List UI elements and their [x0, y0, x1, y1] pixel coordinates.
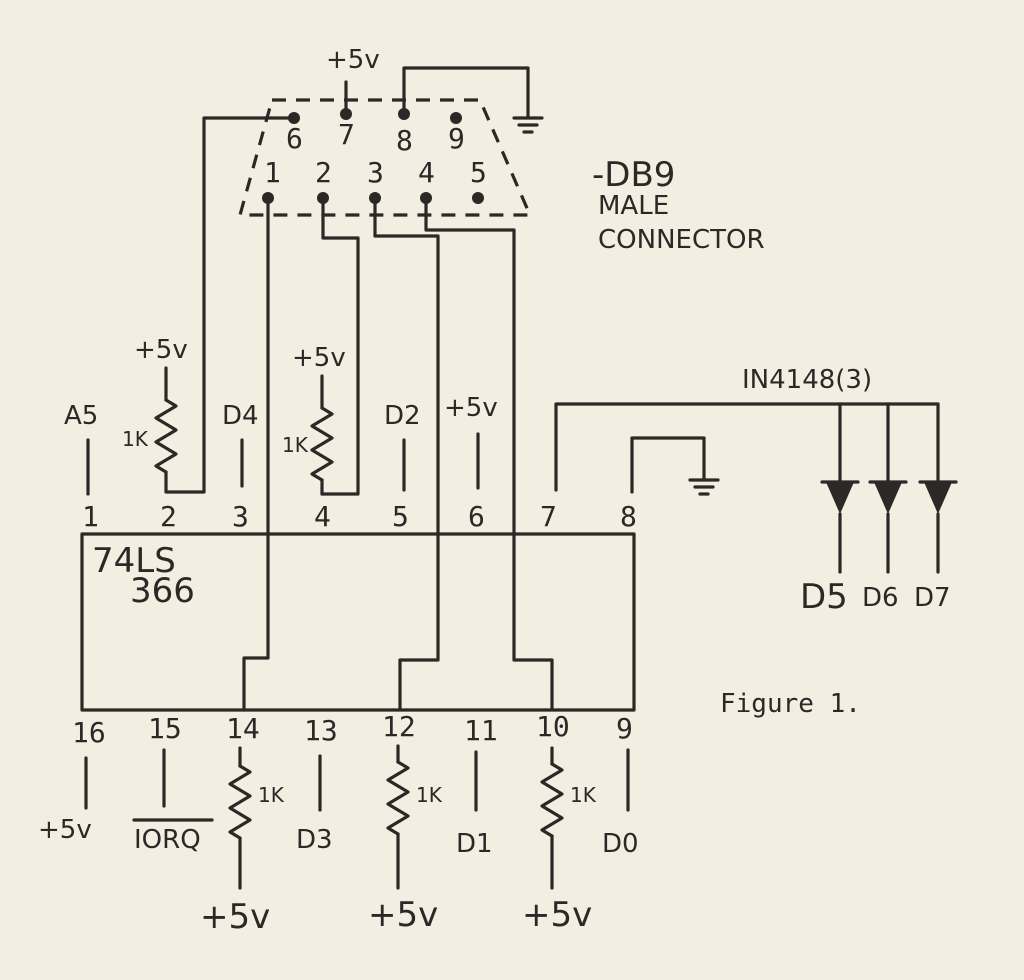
chip-label: 74LS: [92, 541, 176, 581]
chip-pin-label: 14: [226, 712, 260, 745]
signal-label: IORQ: [134, 825, 201, 855]
wire-db9-pin3-chip-pin12: [373, 196, 440, 712]
db9-pin-label: 2: [315, 156, 332, 189]
chip-74ls366: [80, 532, 636, 712]
signal-label: D6: [862, 583, 899, 613]
resistor-pin14: [228, 764, 252, 840]
chip-pin-label: 12: [382, 710, 416, 743]
signal-label: A5: [64, 401, 98, 431]
signal-label: D1: [456, 829, 493, 859]
resistor-pin2: [154, 398, 178, 474]
db9-pin-label: 1: [264, 156, 281, 189]
supply-label: +5v: [444, 393, 498, 423]
db9-pin-label: 6: [286, 122, 303, 155]
db9-pin-label: 7: [338, 118, 355, 151]
supply-label: +5v: [200, 897, 270, 937]
resistor-label: 1K: [122, 427, 149, 451]
signal-label: D2: [384, 401, 421, 431]
db9-label: -DB9: [592, 155, 675, 195]
chip-label: 366: [130, 571, 195, 611]
db9-pin-label: 4: [418, 156, 435, 189]
supply-label: +5v: [134, 335, 188, 365]
resistor-label: 1K: [282, 433, 309, 457]
db9-pin-label: 3: [367, 156, 384, 189]
ground-symbol-chip: [688, 478, 720, 496]
supply-label: +5v: [326, 45, 380, 75]
chip-pin-label: 3: [232, 500, 249, 533]
db9-pin-label: 8: [396, 124, 413, 157]
db9-label: CONNECTOR: [598, 225, 765, 255]
chip-pin-label: 15: [148, 712, 182, 745]
chip-pin-label: 5: [392, 500, 409, 533]
chip-pin-label: 2: [160, 500, 177, 533]
chip-pin-label: 1: [82, 500, 99, 533]
diode-d6: [868, 402, 908, 574]
wire-pin4-db9-pin2: [320, 196, 360, 496]
chip-pin-label: 6: [468, 500, 485, 533]
wire-pin2-db9-pin6: [164, 116, 296, 494]
db9-pin-label: 5: [470, 156, 487, 189]
db9-pin-5-dot: [472, 192, 484, 204]
signal-label: D4: [222, 401, 259, 431]
chip-pin-label: 8: [620, 500, 637, 533]
diode-d5: [820, 402, 860, 574]
ground-symbol-db9: [512, 116, 544, 134]
diode-label: IN4148(3): [742, 365, 872, 395]
db9-pin-9-dot: [450, 112, 462, 124]
wire-db9-pin8-ground: [402, 66, 530, 120]
supply-label: +5v: [368, 895, 438, 935]
wire-pin7-diodes: [554, 402, 940, 492]
figure-caption: Figure 1.: [720, 689, 861, 719]
signal-label: D0: [602, 829, 639, 859]
chip-pin-label: 4: [314, 500, 331, 533]
signal-label: D5: [800, 577, 848, 617]
resistor-label: 1K: [258, 783, 285, 807]
supply-label: +5v: [292, 343, 346, 373]
chip-pin-label: 9: [616, 712, 633, 745]
chip-pin-label: 16: [72, 716, 106, 749]
supply-label: +5v: [38, 815, 92, 845]
signal-label: D3: [296, 825, 333, 855]
chip-pin-label: 10: [536, 710, 570, 743]
diode-d7: [918, 402, 958, 574]
wire-db9-pin1-chip-pin14: [242, 196, 270, 712]
db9-pin-label: 9: [448, 122, 465, 155]
resistor-pin10: [540, 762, 564, 838]
chip-pin-label: 13: [304, 714, 338, 747]
supply-label: +5v: [522, 895, 592, 935]
wire-db9-pin4-chip-pin10: [424, 196, 554, 712]
db9-label: MALE: [598, 191, 669, 221]
wire-pin8-ground: [630, 436, 706, 494]
resistor-label: 1K: [416, 783, 443, 807]
chip-pin-label: 7: [540, 500, 557, 533]
resistor-label: 1K: [570, 783, 597, 807]
signal-label: D7: [914, 583, 951, 613]
resistor-pin4: [310, 406, 334, 482]
chip-pin-label: 11: [464, 714, 498, 747]
resistor-pin12: [386, 760, 410, 836]
